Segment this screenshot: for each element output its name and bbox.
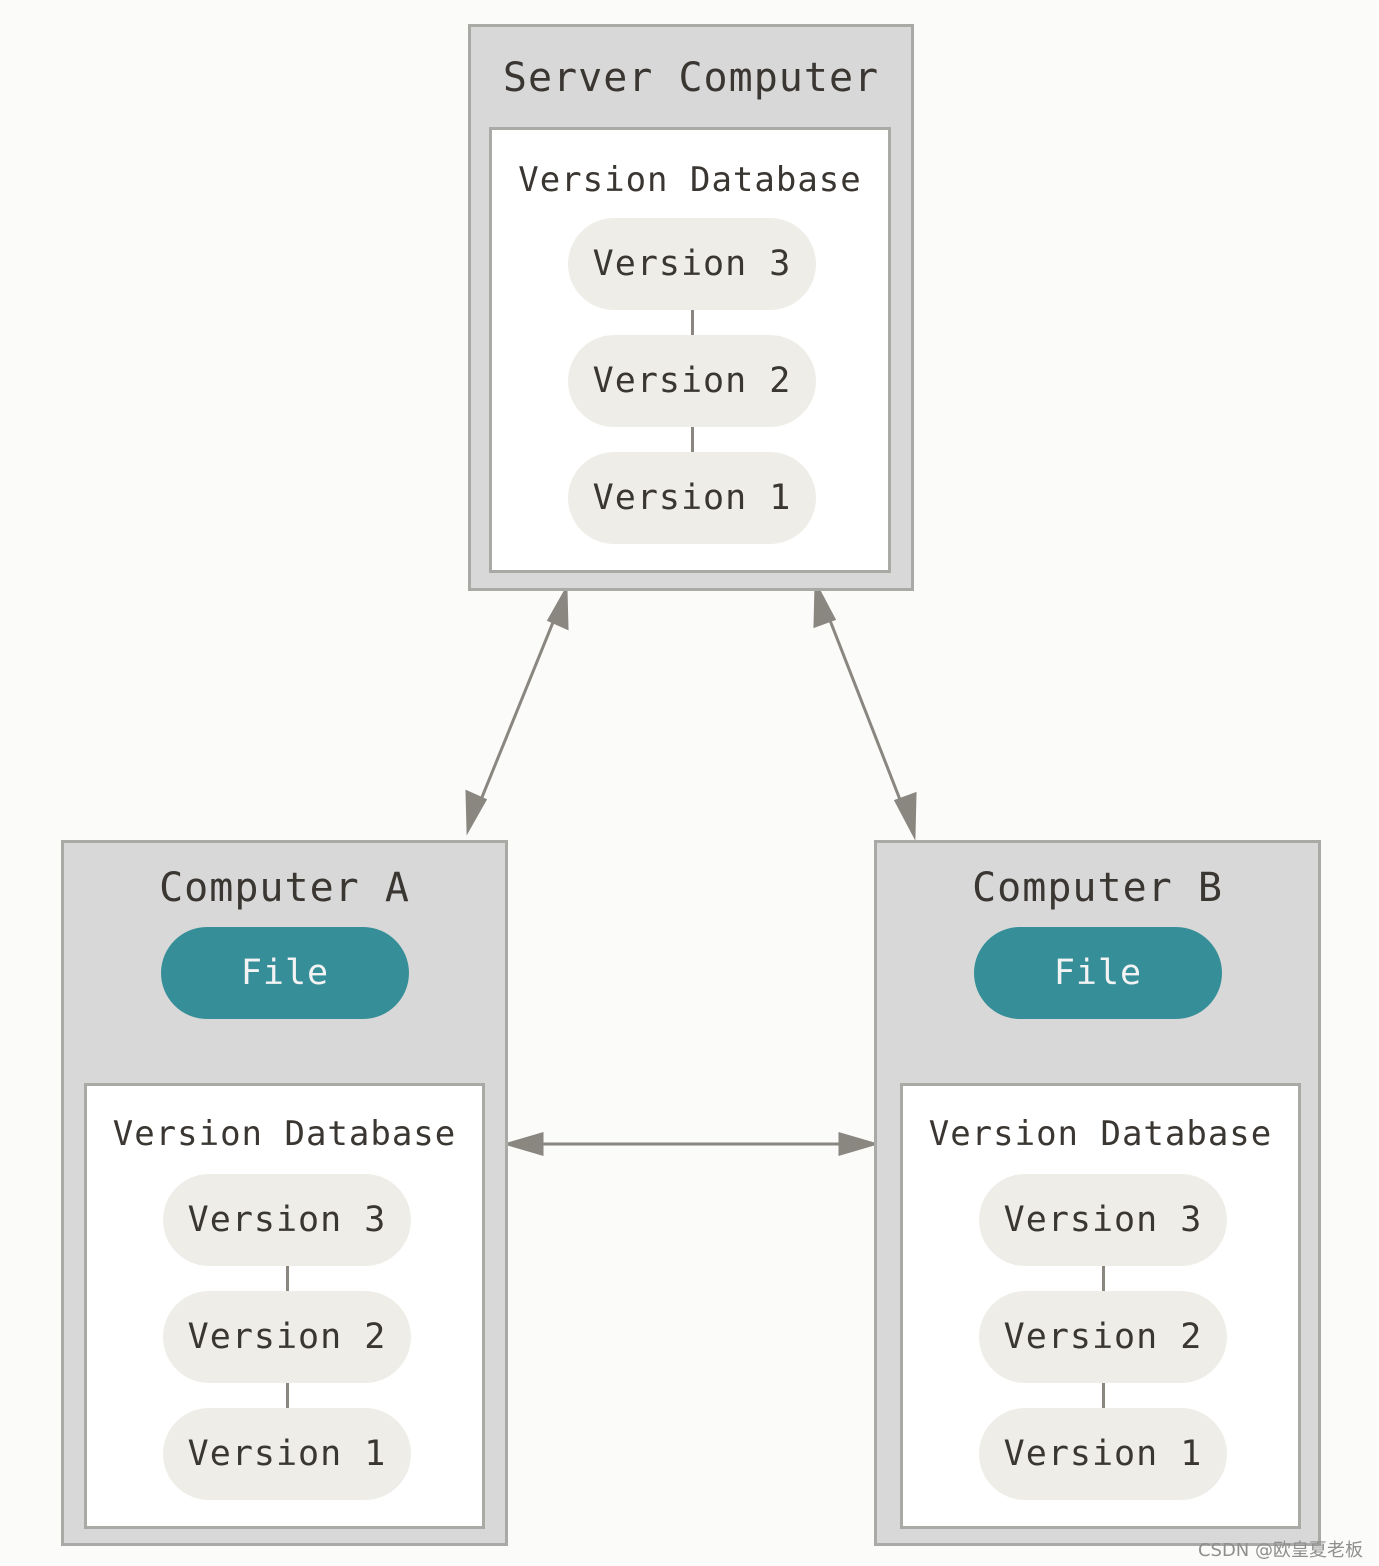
version-link-line	[286, 1266, 289, 1291]
server-database-title: Version Database	[518, 160, 862, 200]
arrow-server-computer-b	[822, 604, 908, 816]
server-version-3: Version 3	[568, 218, 816, 310]
server-computer-box: Server Computer Version Database Version…	[468, 24, 914, 591]
computer-b-box: Computer B File Version Database Version…	[874, 840, 1321, 1546]
version-link-line	[691, 310, 694, 335]
computer-a-version-1: Version 1	[163, 1408, 411, 1500]
computer-a-version-3: Version 3	[163, 1174, 411, 1266]
arrowhead-a-end	[502, 1131, 544, 1157]
computer-b-title: Computer B	[972, 865, 1223, 911]
version-link-line	[286, 1383, 289, 1408]
computer-b-version-2: Version 2	[979, 1291, 1227, 1383]
computer-a-title: Computer A	[159, 865, 410, 911]
computer-b-version-1: Version 1	[979, 1408, 1227, 1500]
computer-b-version-3: Version 3	[979, 1174, 1227, 1266]
computer-b-file: File	[974, 927, 1222, 1019]
server-version-1: Version 1	[568, 452, 816, 544]
arrowhead-server-end-b	[813, 579, 837, 629]
arrowhead-server-end-a	[546, 584, 569, 631]
version-link-line	[691, 427, 694, 452]
server-computer-title: Server Computer	[502, 55, 880, 101]
computer-b-version-database: Version Database Version 3 Version 2 Ver…	[900, 1083, 1301, 1529]
version-link-line	[1102, 1266, 1105, 1291]
version-link-line	[1102, 1383, 1105, 1408]
arrowhead-computer-b-end	[893, 791, 917, 841]
server-version-database: Version Database Version 3 Version 2 Ver…	[489, 127, 891, 573]
server-version-2: Version 2	[568, 335, 816, 427]
arrow-server-computer-a	[474, 609, 560, 813]
computer-a-version-database: Version Database Version 3 Version 2 Ver…	[84, 1083, 485, 1529]
watermark: CSDN @欧皇夏老板	[1197, 1540, 1363, 1561]
computer-a-version-2: Version 2	[163, 1291, 411, 1383]
computer-b-database-title: Version Database	[928, 1114, 1273, 1154]
computer-a-box: Computer A File Version Database Version…	[61, 840, 508, 1546]
arrowhead-b-end	[838, 1131, 880, 1157]
computer-a-file: File	[161, 927, 409, 1019]
computer-a-database-title: Version Database	[112, 1114, 457, 1154]
arrowhead-computer-a-end	[465, 789, 488, 836]
